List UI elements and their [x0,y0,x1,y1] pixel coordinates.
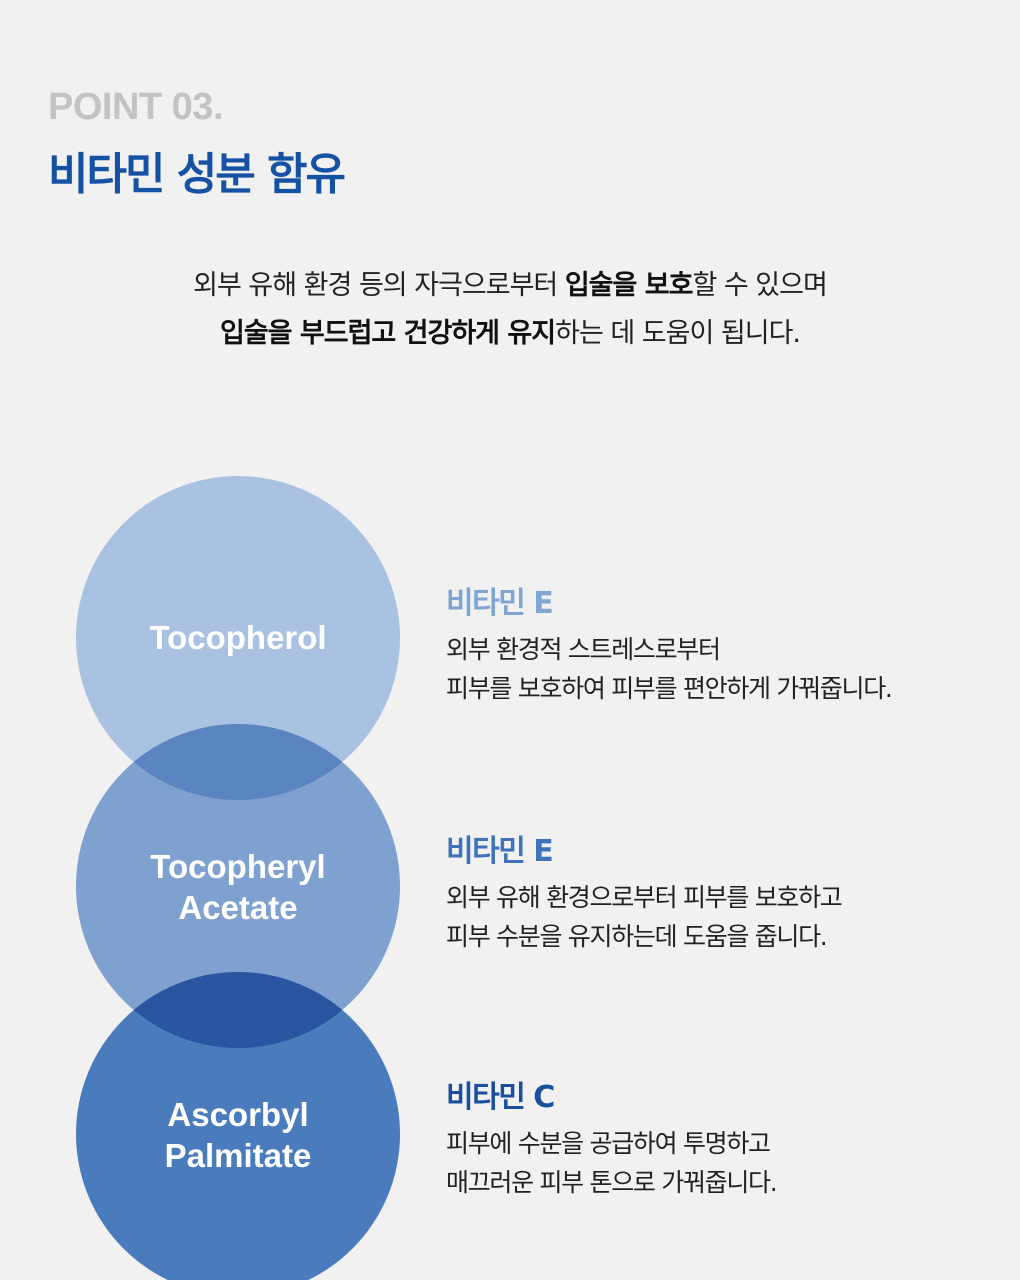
circle-label-line: Ascorbyl [167,1096,309,1133]
intro-text: 외부 유해 환경 등의 자극으로부터 입술을 보호할 수 있으며 입술을 부드럽… [0,262,1020,358]
circle-label-line: Palmitate [164,1137,312,1174]
circle-tocopherol [76,476,400,800]
ingredient-description: 외부 유해 환경으로부터 피부를 보호하고 피부 수분을 유지하는데 도움을 줍… [446,878,1006,956]
circle-label-tocopherol: Tocopherol [76,617,400,658]
ingredient-description: 피부에 수분을 공급하여 투명하고 매끄러운 피부 톤으로 가꿔줍니다. [446,1124,1006,1202]
intro-emphasis: 입술을 보호 [564,270,694,301]
ingredient-title: 비타민 E [446,586,554,621]
intro-text-run: 하는 데 도움이 됩니다. [555,318,801,349]
circle-label-line: Tocopherol [149,619,327,656]
circle-label-tocopheryl-acetate: Tocopheryl Acetate [76,846,400,928]
intro-text-run: 할 수 있으며 [692,270,827,301]
intro-emphasis: 입술을 부드럽고 건강하게 유지 [219,318,556,349]
intro-line-2: 입술을 부드럽고 건강하게 유지하는 데 도움이 됩니다. [0,310,1020,358]
description-line: 피부 수분을 유지하는데 도움을 줍니다. [446,922,828,951]
ingredient-title: 비타민 E [446,834,554,869]
description-line: 피부에 수분을 공급하여 투명하고 [446,1129,771,1158]
page-title: 비타민 성분 함유 [48,149,346,200]
circle-label-ascorbyl-palmitate: Ascorbyl Palmitate [76,1094,400,1176]
description-line: 외부 환경적 스트레스로부터 [446,635,721,664]
ingredient-title: 비타민 C [446,1080,555,1115]
circle-tocopheryl-acetate [76,724,400,1048]
circle-label-line: Acetate [178,889,298,926]
ingredient-item-vitamin-e-2: 비타민 E 외부 유해 환경으로부터 피부를 보호하고 피부 수분을 유지하는데… [446,826,1006,956]
description-line: 외부 유해 환경으로부터 피부를 보호하고 [446,883,843,912]
ingredient-item-vitamin-e-1: 비타민 E 외부 환경적 스트레스로부터 피부를 보호하여 피부를 편안하게 가… [446,578,1006,708]
ingredient-description: 외부 환경적 스트레스로부터 피부를 보호하여 피부를 편안하게 가꿔줍니다. [446,630,1006,708]
circle-label-line: Tocopheryl [150,848,326,885]
description-line: 피부를 보호하여 피부를 편안하게 가꿔줍니다. [446,674,893,703]
intro-text-run: 외부 유해 환경 등의 자극으로부터 [193,270,565,301]
intro-line-1: 외부 유해 환경 등의 자극으로부터 입술을 보호할 수 있으며 [0,262,1020,310]
description-line: 매끄러운 피부 톤으로 가꿔줍니다. [446,1168,778,1197]
circle-ascorbyl-palmitate [76,972,400,1280]
ingredient-item-vitamin-c: 비타민 C 피부에 수분을 공급하여 투명하고 매끄러운 피부 톤으로 가꿔줍니… [446,1072,1006,1202]
point-label: POINT 03. [48,86,224,128]
